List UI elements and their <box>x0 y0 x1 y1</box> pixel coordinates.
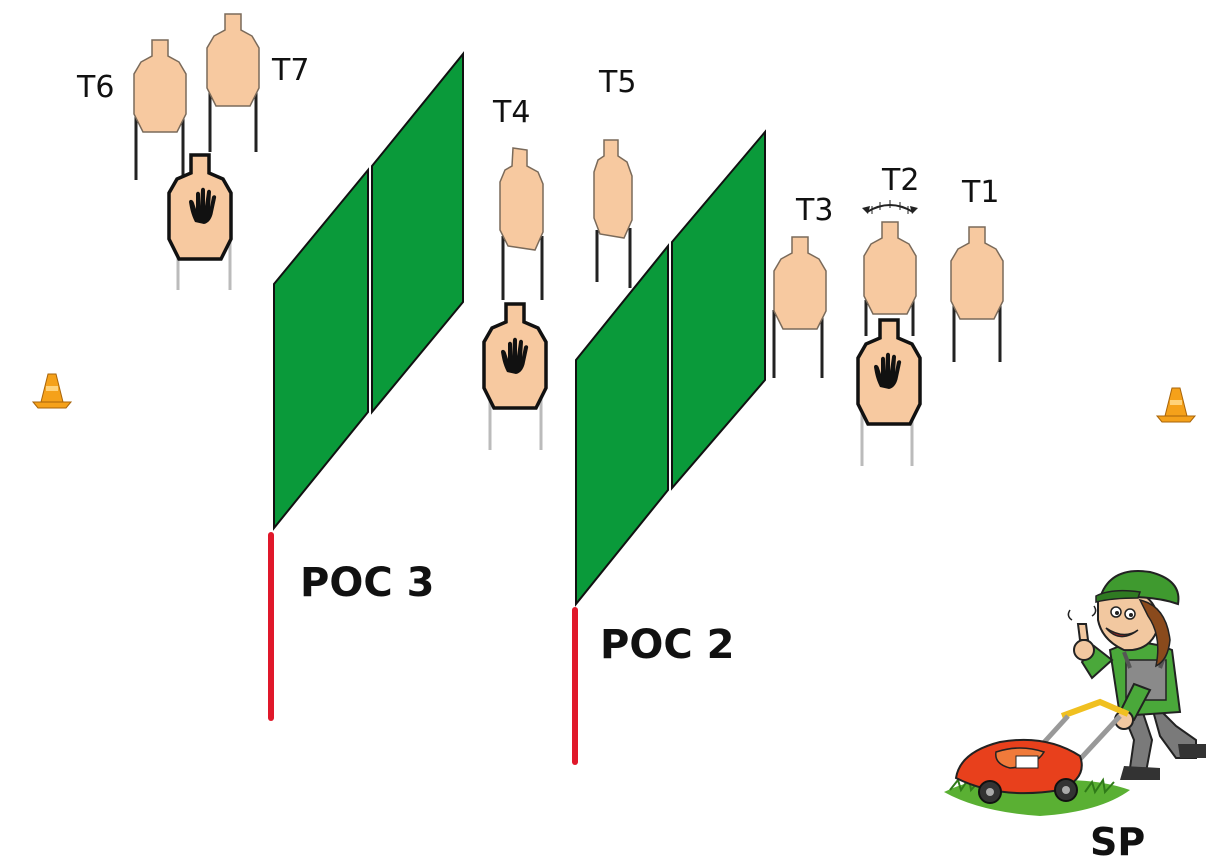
target-t4 <box>499 147 544 300</box>
label-start-position: SP <box>1090 820 1145 864</box>
wall-poc3 <box>273 51 464 531</box>
right-cone-icon <box>1156 387 1196 423</box>
target-t2 <box>863 221 917 336</box>
target-t1 <box>950 226 1004 362</box>
wall-poc2 <box>575 129 766 607</box>
label-t7: T7 <box>271 53 309 88</box>
target-t7 <box>206 13 260 152</box>
label-t6: T6 <box>76 70 114 105</box>
target-t3 <box>772 236 827 378</box>
no-shoot-target-right <box>856 318 922 466</box>
target-t5 <box>593 139 633 288</box>
label-t1: T1 <box>961 175 999 210</box>
label-t3: T3 <box>795 193 833 228</box>
label-t4: T4 <box>492 95 530 130</box>
label-t2: T2 <box>881 163 919 198</box>
target-t6 <box>133 39 187 180</box>
no-shoot-target-left <box>167 153 233 290</box>
man-with-lawn-mower-icon <box>944 570 1206 816</box>
label-poc2: POC 2 <box>600 622 734 668</box>
swing-arrow-icon <box>862 200 918 214</box>
no-shoot-target-center <box>482 302 548 450</box>
label-t5: T5 <box>598 65 636 100</box>
label-poc3: POC 3 <box>300 560 434 606</box>
left-cone-icon <box>32 373 72 409</box>
